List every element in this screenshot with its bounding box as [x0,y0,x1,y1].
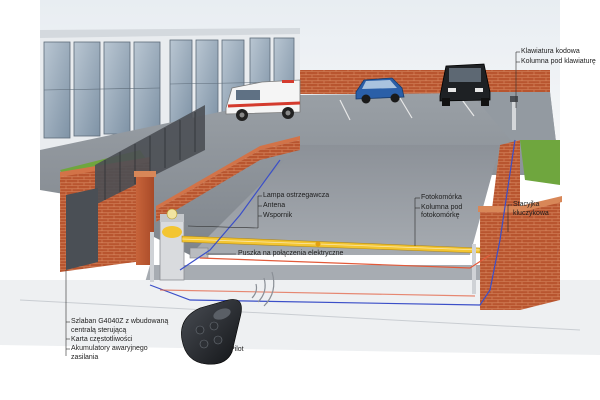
callout-lines [65,51,520,356]
label-photocell-column-1: Kolumna pod [421,204,463,211]
keypad-column [512,100,516,130]
cabling [149,139,516,306]
remote-control-icon [181,299,242,365]
blue-car-icon [355,77,405,104]
van-icon [225,79,301,121]
keypad-icon [510,96,518,102]
barrier-arm [181,235,481,254]
sidewalk [0,280,600,355]
label-batteries-2: zasilania [71,354,99,361]
label-frequency-card: Karta częstotliwości [71,336,133,343]
label-remote: Pilot [230,346,244,353]
label-photocell-column-2: fotokomórkę [421,212,460,219]
label-junction-box: Puszka na połączenia elektryczne [238,250,344,257]
building [40,28,300,150]
photocell-post-right [472,244,476,294]
label-keypad-column: Kolumna pod klawiaturę [521,58,596,65]
label-bracket: Wspornik [263,212,293,219]
signal-waves-icon [251,271,275,307]
photocell-post-left [150,232,154,282]
barrier-cabinet [159,208,185,281]
back-wall [300,70,550,94]
dark-car-icon [439,63,491,106]
label-warning-lamp: Lampa ostrzegawcza [263,192,330,199]
label-barrier-2: centralą sterującą [71,327,127,334]
label-photocell: Fotokomórka [421,194,462,201]
label-keypad: Klawiatura kodowa [521,48,580,55]
label-antenna: Antena [263,202,286,209]
left-fence [60,105,300,272]
right-fence [478,140,562,310]
label-key-switch-2: kluczykowa [513,210,549,217]
entrance-ramp [190,145,500,255]
label-barrier-1: Szlaban G4040Z z wbudowaną [71,318,169,325]
label-key-switch-1: Stacyjka [513,201,540,208]
label-batteries-1: Akumulatory awaryjnego [71,345,148,352]
